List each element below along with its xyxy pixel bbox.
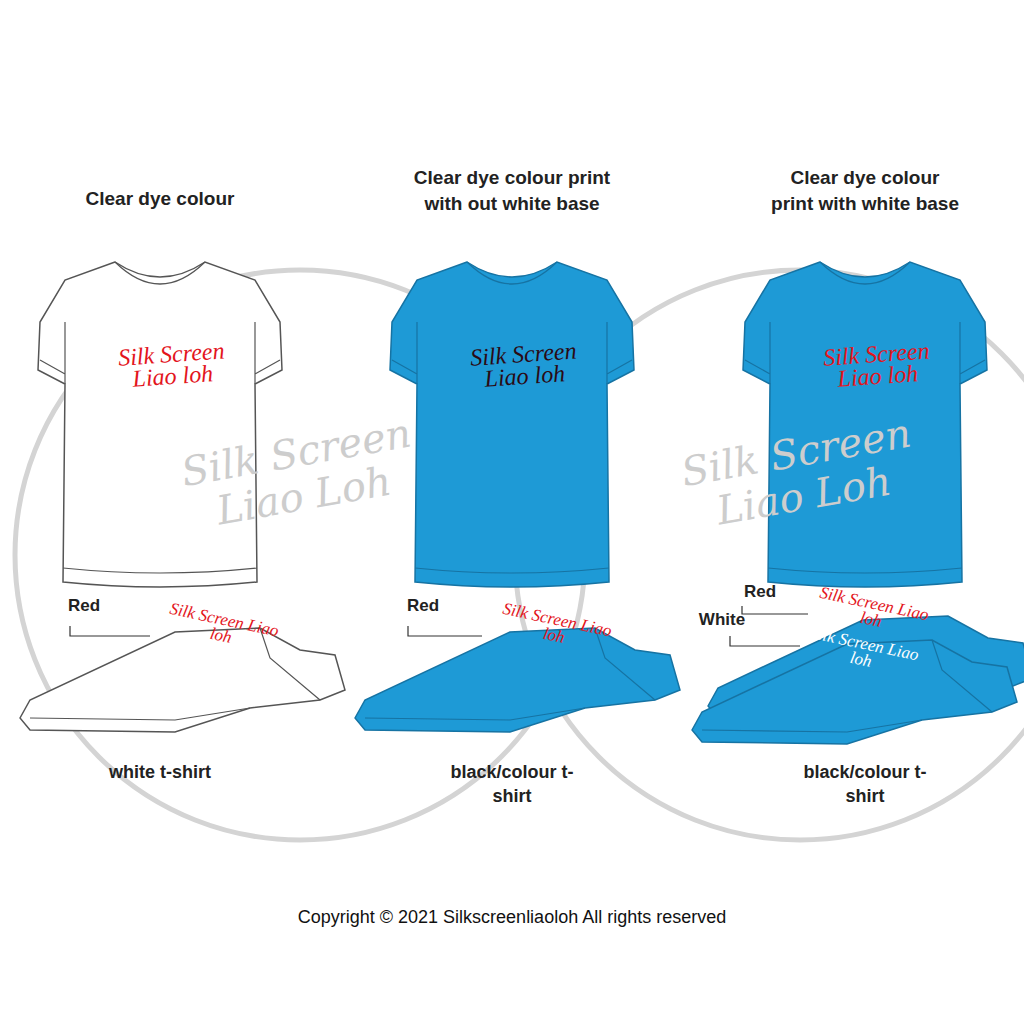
watermark: Silk Screen Liao Loh xyxy=(659,407,940,541)
column-heading: Clear dye colour xyxy=(40,186,280,212)
print-logo: Silk Screen Liao loh xyxy=(801,338,954,392)
print-logo: Silk Screen Liao loh xyxy=(448,338,601,392)
copyright-caption: Copyright © 2021 Silkscreenliaoloh All r… xyxy=(0,906,1024,928)
ink-label: Red xyxy=(398,596,448,616)
column-heading: Clear dye colour print with out white ba… xyxy=(412,165,612,217)
tshirt-white xyxy=(38,262,282,587)
column-heading: Clear dye colour print with white base xyxy=(770,165,960,217)
print-layer: Silk Screen Liao loh xyxy=(802,624,921,679)
shirt-type: black/colour t-shirt xyxy=(437,760,587,808)
watermark: Silk Screen Liao Loh xyxy=(159,407,440,541)
ink-label: Red xyxy=(735,582,785,602)
ink-label: White xyxy=(690,610,754,630)
shirt-type: black/colour t-shirt xyxy=(790,760,940,808)
print-layer: Silk Screen Liao loh xyxy=(495,600,614,655)
tshirt-blue xyxy=(390,262,634,587)
print-logo: Silk Screen Liao loh xyxy=(96,338,249,392)
ink-label: Red xyxy=(59,596,109,616)
shirt-type: white t-shirt xyxy=(60,760,260,784)
folded-tshirt-blue xyxy=(355,628,680,732)
folded-tshirt-white xyxy=(20,628,345,732)
print-layer: Silk Screen Liao loh xyxy=(162,600,281,655)
